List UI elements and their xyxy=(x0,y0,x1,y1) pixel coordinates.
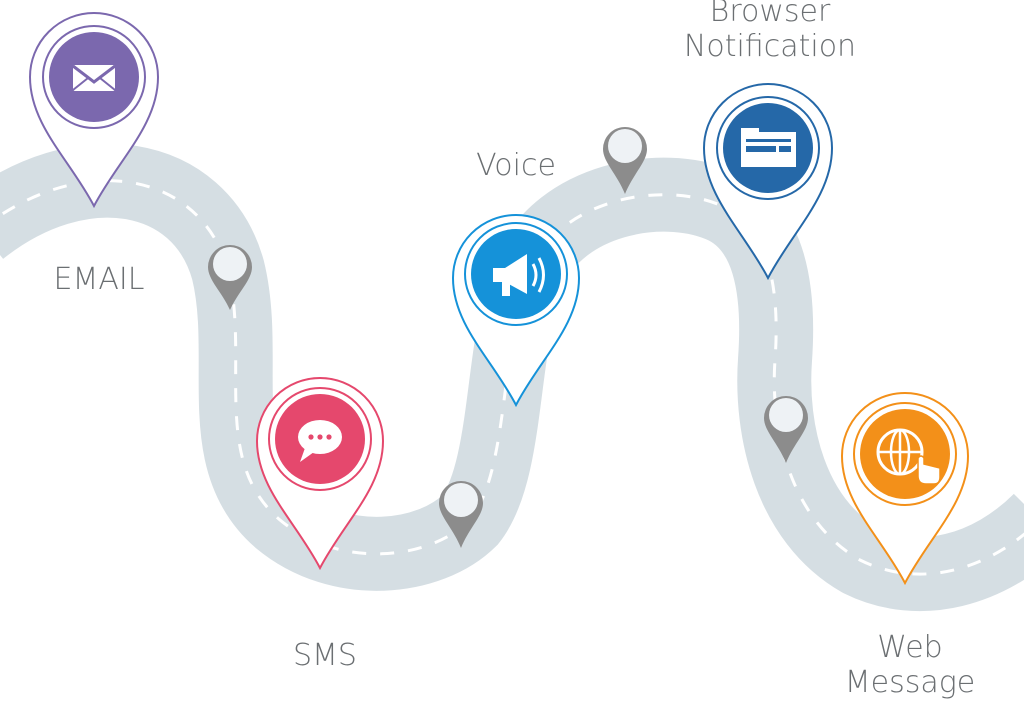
browser-window-icon xyxy=(741,128,796,167)
waypoint-marker xyxy=(208,245,252,310)
web-message-label: Web Message xyxy=(844,630,976,701)
megaphone-icon xyxy=(493,254,545,296)
waypoint-marker xyxy=(439,481,483,548)
email-pin xyxy=(28,12,160,209)
sms-label: SMS xyxy=(293,638,357,673)
chat-bubble-icon xyxy=(298,420,342,462)
voice-pin xyxy=(451,214,581,408)
email-label: EMAIL xyxy=(53,262,145,297)
waypoint-marker xyxy=(603,127,647,194)
sms-pin xyxy=(255,377,385,571)
voice-label: Voice xyxy=(476,148,556,183)
road-lane-markings xyxy=(0,179,1024,576)
browser-notification-pin xyxy=(702,83,834,281)
globe-cursor-icon xyxy=(876,428,941,485)
waypoint-marker xyxy=(764,396,808,463)
envelope-icon xyxy=(72,64,116,91)
browser-notification-label: Browser Notification xyxy=(683,0,857,65)
web-message-pin xyxy=(840,392,970,586)
